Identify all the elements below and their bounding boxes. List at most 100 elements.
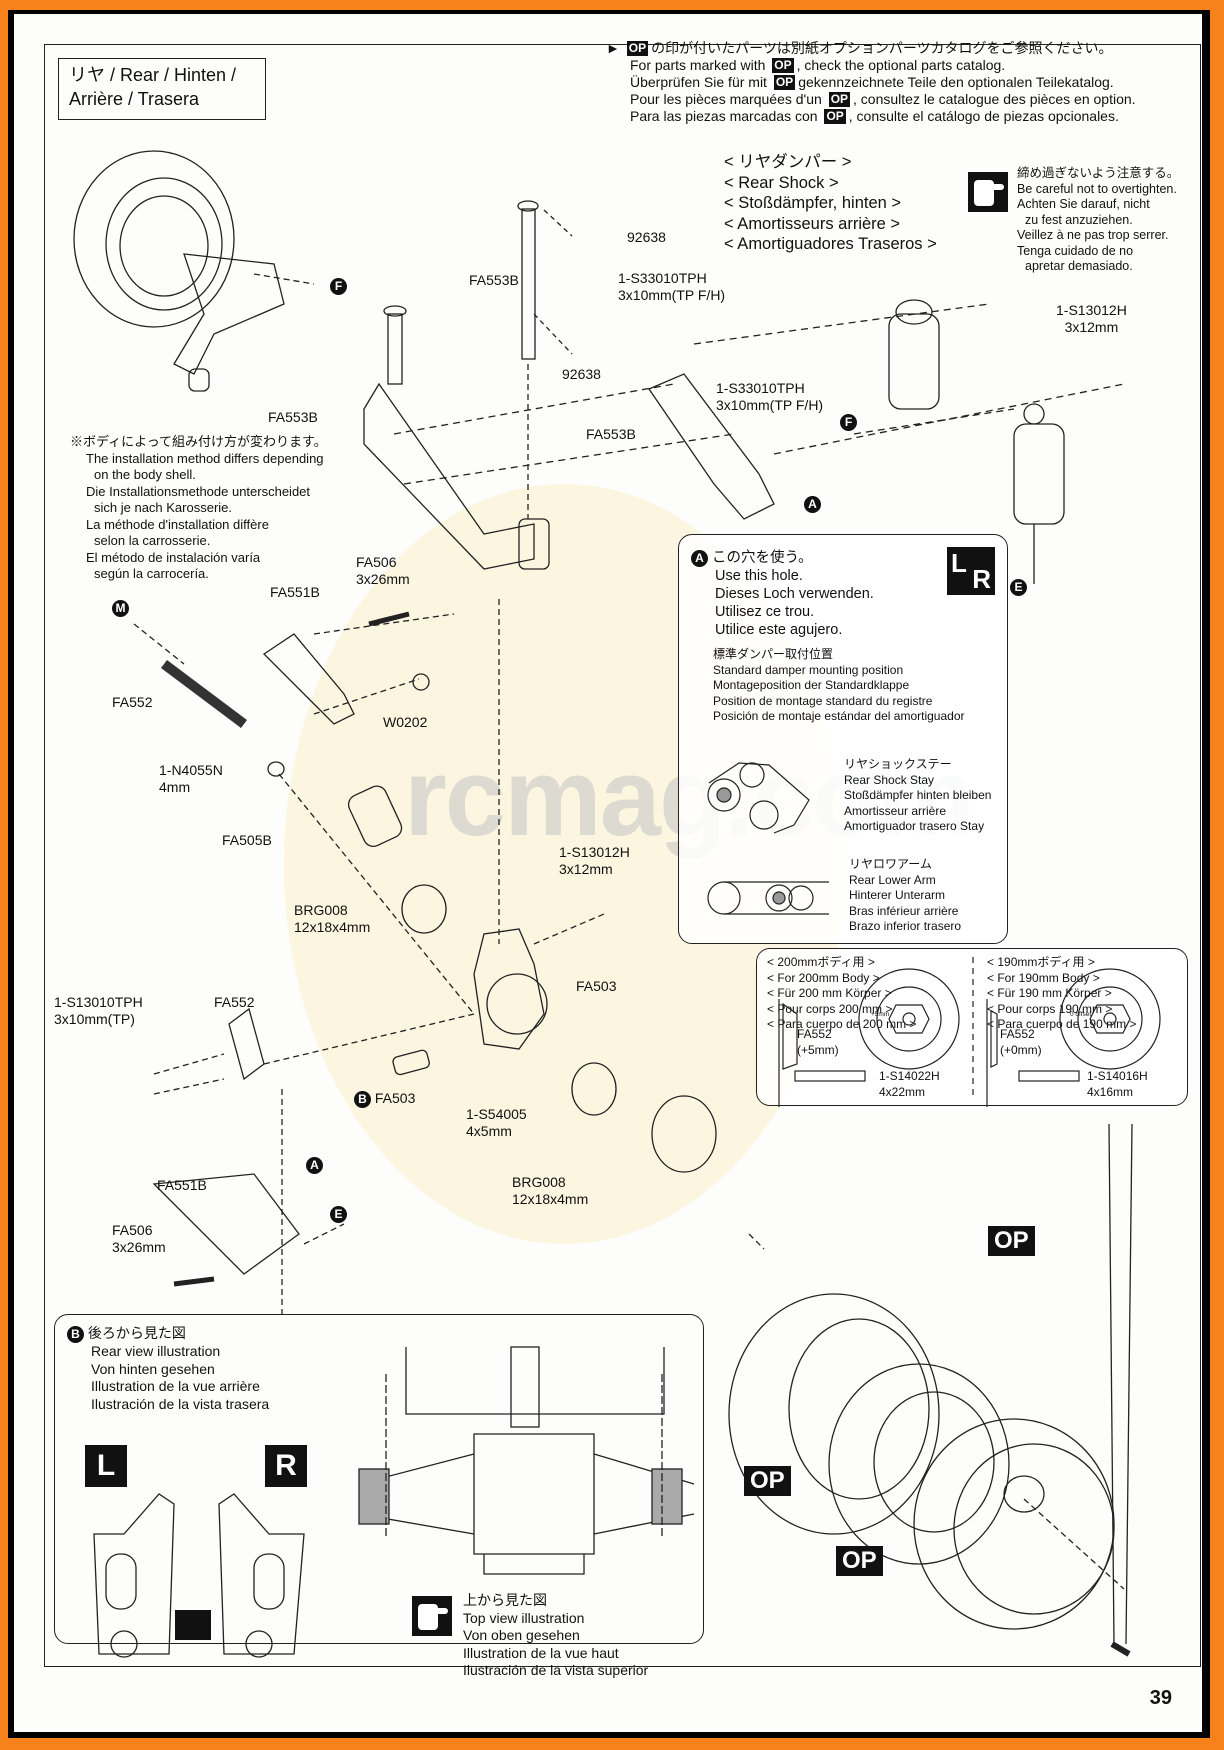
rear-view-de: Von hinten gesehen — [91, 1360, 215, 1377]
part-label: FA551B — [157, 1177, 207, 1193]
body-note-fr-1: La méthode d'installation diffère — [86, 516, 269, 532]
part-size: 12x18x4mm — [512, 1191, 589, 1207]
arm-en: Rear Lower Arm — [849, 872, 936, 887]
rear-view-note: B 後ろから見た図 Rear view illustration Von hin… — [67, 1325, 269, 1413]
part-code: 1-S13012H — [1056, 302, 1127, 318]
part-label: FA503 — [576, 978, 617, 994]
assembled-wheel-drawing — [73, 150, 315, 392]
part-label: FA553B — [268, 409, 318, 425]
body-note-es-2: según la carrocería. — [94, 566, 209, 581]
rear-view-es: Ilustración de la vista trasera — [91, 1395, 270, 1412]
op-badge: OP — [626, 41, 649, 56]
rear-view-brackets-drawing — [93, 1493, 305, 1658]
right-badge: R — [265, 1445, 307, 1487]
arrow-right-icon: ► — [606, 40, 620, 56]
body-note-en-2: on the body shell. — [94, 467, 196, 482]
marker-a: A — [691, 550, 708, 567]
body190-de: < Für 190 mm Körper > — [987, 986, 1112, 1000]
rear-view-fr: Illustration de la vue arrière — [91, 1378, 260, 1394]
rear-shock-de: < Stoßdämpfer, hinten > — [724, 194, 902, 212]
hole-fr: Utilisez ce trou. — [715, 604, 815, 620]
part-code: BRG008 — [294, 902, 348, 918]
rear-shock-fr: < Amortisseurs arrière > — [724, 214, 901, 233]
caution-en: Be careful not to overtighten. — [1017, 181, 1177, 196]
marker-f: F — [330, 278, 347, 295]
part-size: 4x22mm — [879, 1084, 926, 1099]
body-note-de-1: Die Installationsmethode unterscheidet — [86, 483, 311, 499]
body200-jp: < 200mmボディ用 > — [767, 955, 875, 969]
std-fr: Position de montage standard du registre — [713, 693, 933, 708]
arm-jp: リヤロワアーム — [849, 857, 932, 871]
top-view-fr: Illustration de la vue haut — [463, 1644, 619, 1661]
pointing-hand-icon — [968, 172, 1008, 212]
rear-view-en: Rear view illustration — [91, 1343, 221, 1359]
rear-shock-jp: < リヤダンパー > — [724, 153, 852, 171]
stay-jp: リヤショックステー — [844, 757, 952, 771]
body-note-jp: ※ボディによって組み付け方が変わります。 — [70, 434, 327, 449]
part-label: FA553B — [469, 272, 519, 288]
marker-b: B — [354, 1091, 371, 1108]
part-code: 1-S14022H — [879, 1069, 940, 1083]
page-number: 39 — [1149, 1687, 1172, 1709]
caution-es-1: Tenga cuidado de no — [1017, 243, 1134, 258]
rear-view-jp: 後ろから見た図 — [87, 1325, 186, 1341]
lr-l: L — [951, 548, 967, 578]
part-size: (+0mm) — [1000, 1042, 1042, 1057]
lr-r: R — [972, 564, 991, 594]
hex-label-5mm: +5mm — [871, 1011, 890, 1018]
shock-stay-note: リヤショックステー Rear Shock Stay Stoßdämpfer hi… — [844, 757, 991, 835]
rear-shocks-drawing — [693, 299, 1125, 584]
marker-e: E — [1010, 579, 1027, 596]
lower-arm-note: リヤロワアーム Rear Lower Arm Hinterer Unterarm… — [849, 857, 961, 935]
exploded-diagram — [73, 150, 1133, 1658]
body-note-es-1: El método de instalación varía — [86, 549, 261, 565]
top-view-chassis-drawing — [358, 1346, 695, 1575]
hole-de: Dieses Loch verwenden. — [715, 586, 874, 602]
op-note-en-post: , check the optional parts catalog. — [796, 57, 1006, 73]
op-note-jp: の印が付いたパーツは別紙オプションパーツカタログをご参照ください。 — [651, 40, 1113, 56]
arm-fr: Bras inférieur arrière — [849, 903, 959, 918]
body200-es: < Para cuerpo de 200 mm > — [767, 1017, 917, 1031]
part-code: 1-S33010TPH — [716, 380, 805, 396]
rear-shock-en: < Rear Shock > — [724, 173, 839, 192]
body190-es: < Para cuerpo de 190 mm > — [987, 1017, 1137, 1031]
op-badge: OP — [828, 92, 851, 107]
caution-es-2: apretar demasiado. — [1025, 259, 1133, 273]
op-badge: OP — [773, 75, 796, 90]
top-view-de: Von oben gesehen — [463, 1627, 580, 1643]
content-frame — [44, 44, 1201, 1667]
body200-en: < For 200mm Body > — [767, 970, 880, 985]
part-size: 3x10mm(TP) — [54, 1011, 135, 1027]
std-de: Montageposition der Standardklappe — [713, 678, 910, 692]
hole-diagram — [707, 762, 829, 915]
part-label: FA552 — [112, 694, 153, 710]
body-size-box: < 200mmボディ用 > < For 200mm Body > < Für 2… — [756, 948, 1188, 1107]
part-code: FA506 — [112, 1222, 153, 1238]
section-title: リヤ / Rear / Hinten / Arrière / Trasera — [58, 58, 266, 120]
hole-es: Utilice este agujero. — [715, 622, 843, 638]
lower-arm-drawing — [152, 1089, 345, 1314]
part-size: 3x26mm — [356, 571, 410, 587]
part-label: 92638 — [562, 366, 601, 382]
part-label: 92638 — [627, 229, 666, 245]
std-en: Standard damper mounting position — [713, 662, 904, 677]
hole-instructions: A この穴を使う。 Use this hole. Dieses Loch ver… — [691, 549, 874, 639]
body-note: ※ボディによって組み付け方が変わります。 The installation me… — [70, 434, 327, 583]
op-badge: OP — [824, 109, 846, 124]
pointing-hand-icon — [412, 1596, 452, 1636]
marker-a: A — [306, 1157, 323, 1174]
part-size: 4x16mm — [1087, 1084, 1134, 1099]
top-view-es: Ilustración de la vista superior — [463, 1662, 649, 1678]
op-note-en: For parts marked with — [630, 57, 766, 73]
part-size: (+5mm) — [797, 1042, 839, 1057]
arm-es: Brazo inferior trasero — [849, 919, 962, 933]
caution-de-1: Achten Sie darauf, nicht — [1017, 197, 1150, 211]
part-size: 3x12mm — [1064, 319, 1119, 335]
part-code: 1-S13010TPH — [54, 994, 143, 1010]
